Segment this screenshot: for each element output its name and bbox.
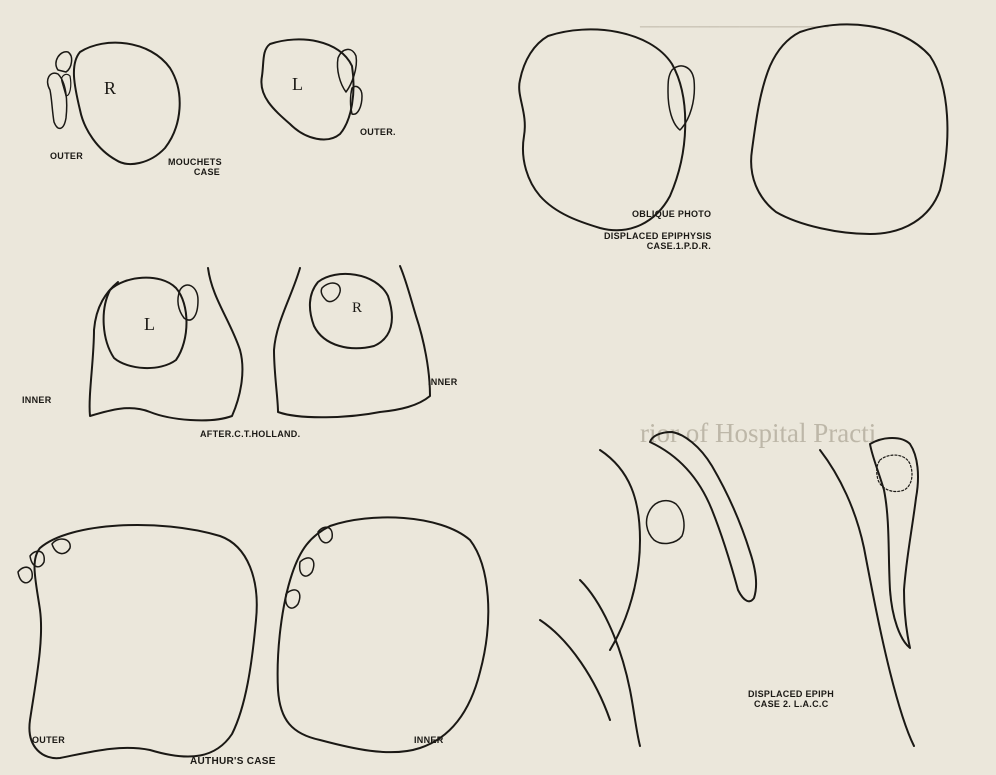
holland-right-fragment <box>321 283 340 302</box>
case2-right-outer-curve <box>820 450 914 746</box>
case1-caption: DISPLACED EPIPHYSIS CASE.1.P.D.R. <box>604 232 712 252</box>
case2-left-inner-curve <box>650 432 756 601</box>
mouchet-letter-r: R <box>104 78 116 99</box>
mouchet-right-bone-outline <box>74 43 180 164</box>
case1-right-bone-outline <box>751 24 947 234</box>
author-inner-label: INNER <box>414 736 444 746</box>
author-caption: AUTHUR'S CASE <box>190 756 276 767</box>
holland-caption: AFTER.C.T.HOLLAND. <box>200 430 300 440</box>
holland-right-bone-outline <box>274 266 430 417</box>
mouchet-letter-l: L <box>292 74 303 95</box>
case1-caption-line2: CASE.1.P.D.R. <box>604 242 712 252</box>
holland-right-inner-shape <box>310 274 392 348</box>
mouchet-caption: MOUCHETS CASE <box>168 158 222 178</box>
holland-letter-l: L <box>144 314 155 335</box>
case2-caption: DISPLACED EPIPH CASE 2. L.A.C.C <box>748 690 834 710</box>
author-fragment-3 <box>18 567 32 583</box>
case2-left-epiphysis <box>647 501 684 544</box>
author-outer-label: OUTER <box>32 736 65 746</box>
case1-left-bone-outline <box>519 29 685 230</box>
author-right-fragment-2 <box>300 558 314 576</box>
case2-left-lower-curve-b <box>540 620 610 720</box>
holland-letter-r: R <box>352 300 362 317</box>
holland-left-fragment <box>178 285 198 320</box>
author-right-fragment-3 <box>286 590 300 608</box>
case1-oblique-label: OBLIQUE PHOTO <box>632 210 711 220</box>
case2-caption-line2: CASE 2. L.A.C.C <box>748 700 834 710</box>
author-right-bone-outline <box>278 517 489 752</box>
holland-inner-left-label: INNER <box>22 396 52 406</box>
holland-left-bone-outline <box>90 268 243 420</box>
mouchet-outer-left-label: OUTER <box>50 152 83 162</box>
mouchet-outer-right-label: OUTER. <box>360 128 396 138</box>
case2-left-lower-curve <box>580 580 640 746</box>
author-fragment-1 <box>52 539 70 554</box>
case1-displaced-epiphysis <box>668 66 694 130</box>
mouchet-fragment-2 <box>48 73 67 128</box>
holland-inner-right-label: INNER <box>428 378 458 388</box>
mouchet-fragment-1 <box>56 52 72 72</box>
author-left-bone-outline <box>29 525 256 758</box>
mouchet-caption-line2: CASE <box>168 168 222 178</box>
